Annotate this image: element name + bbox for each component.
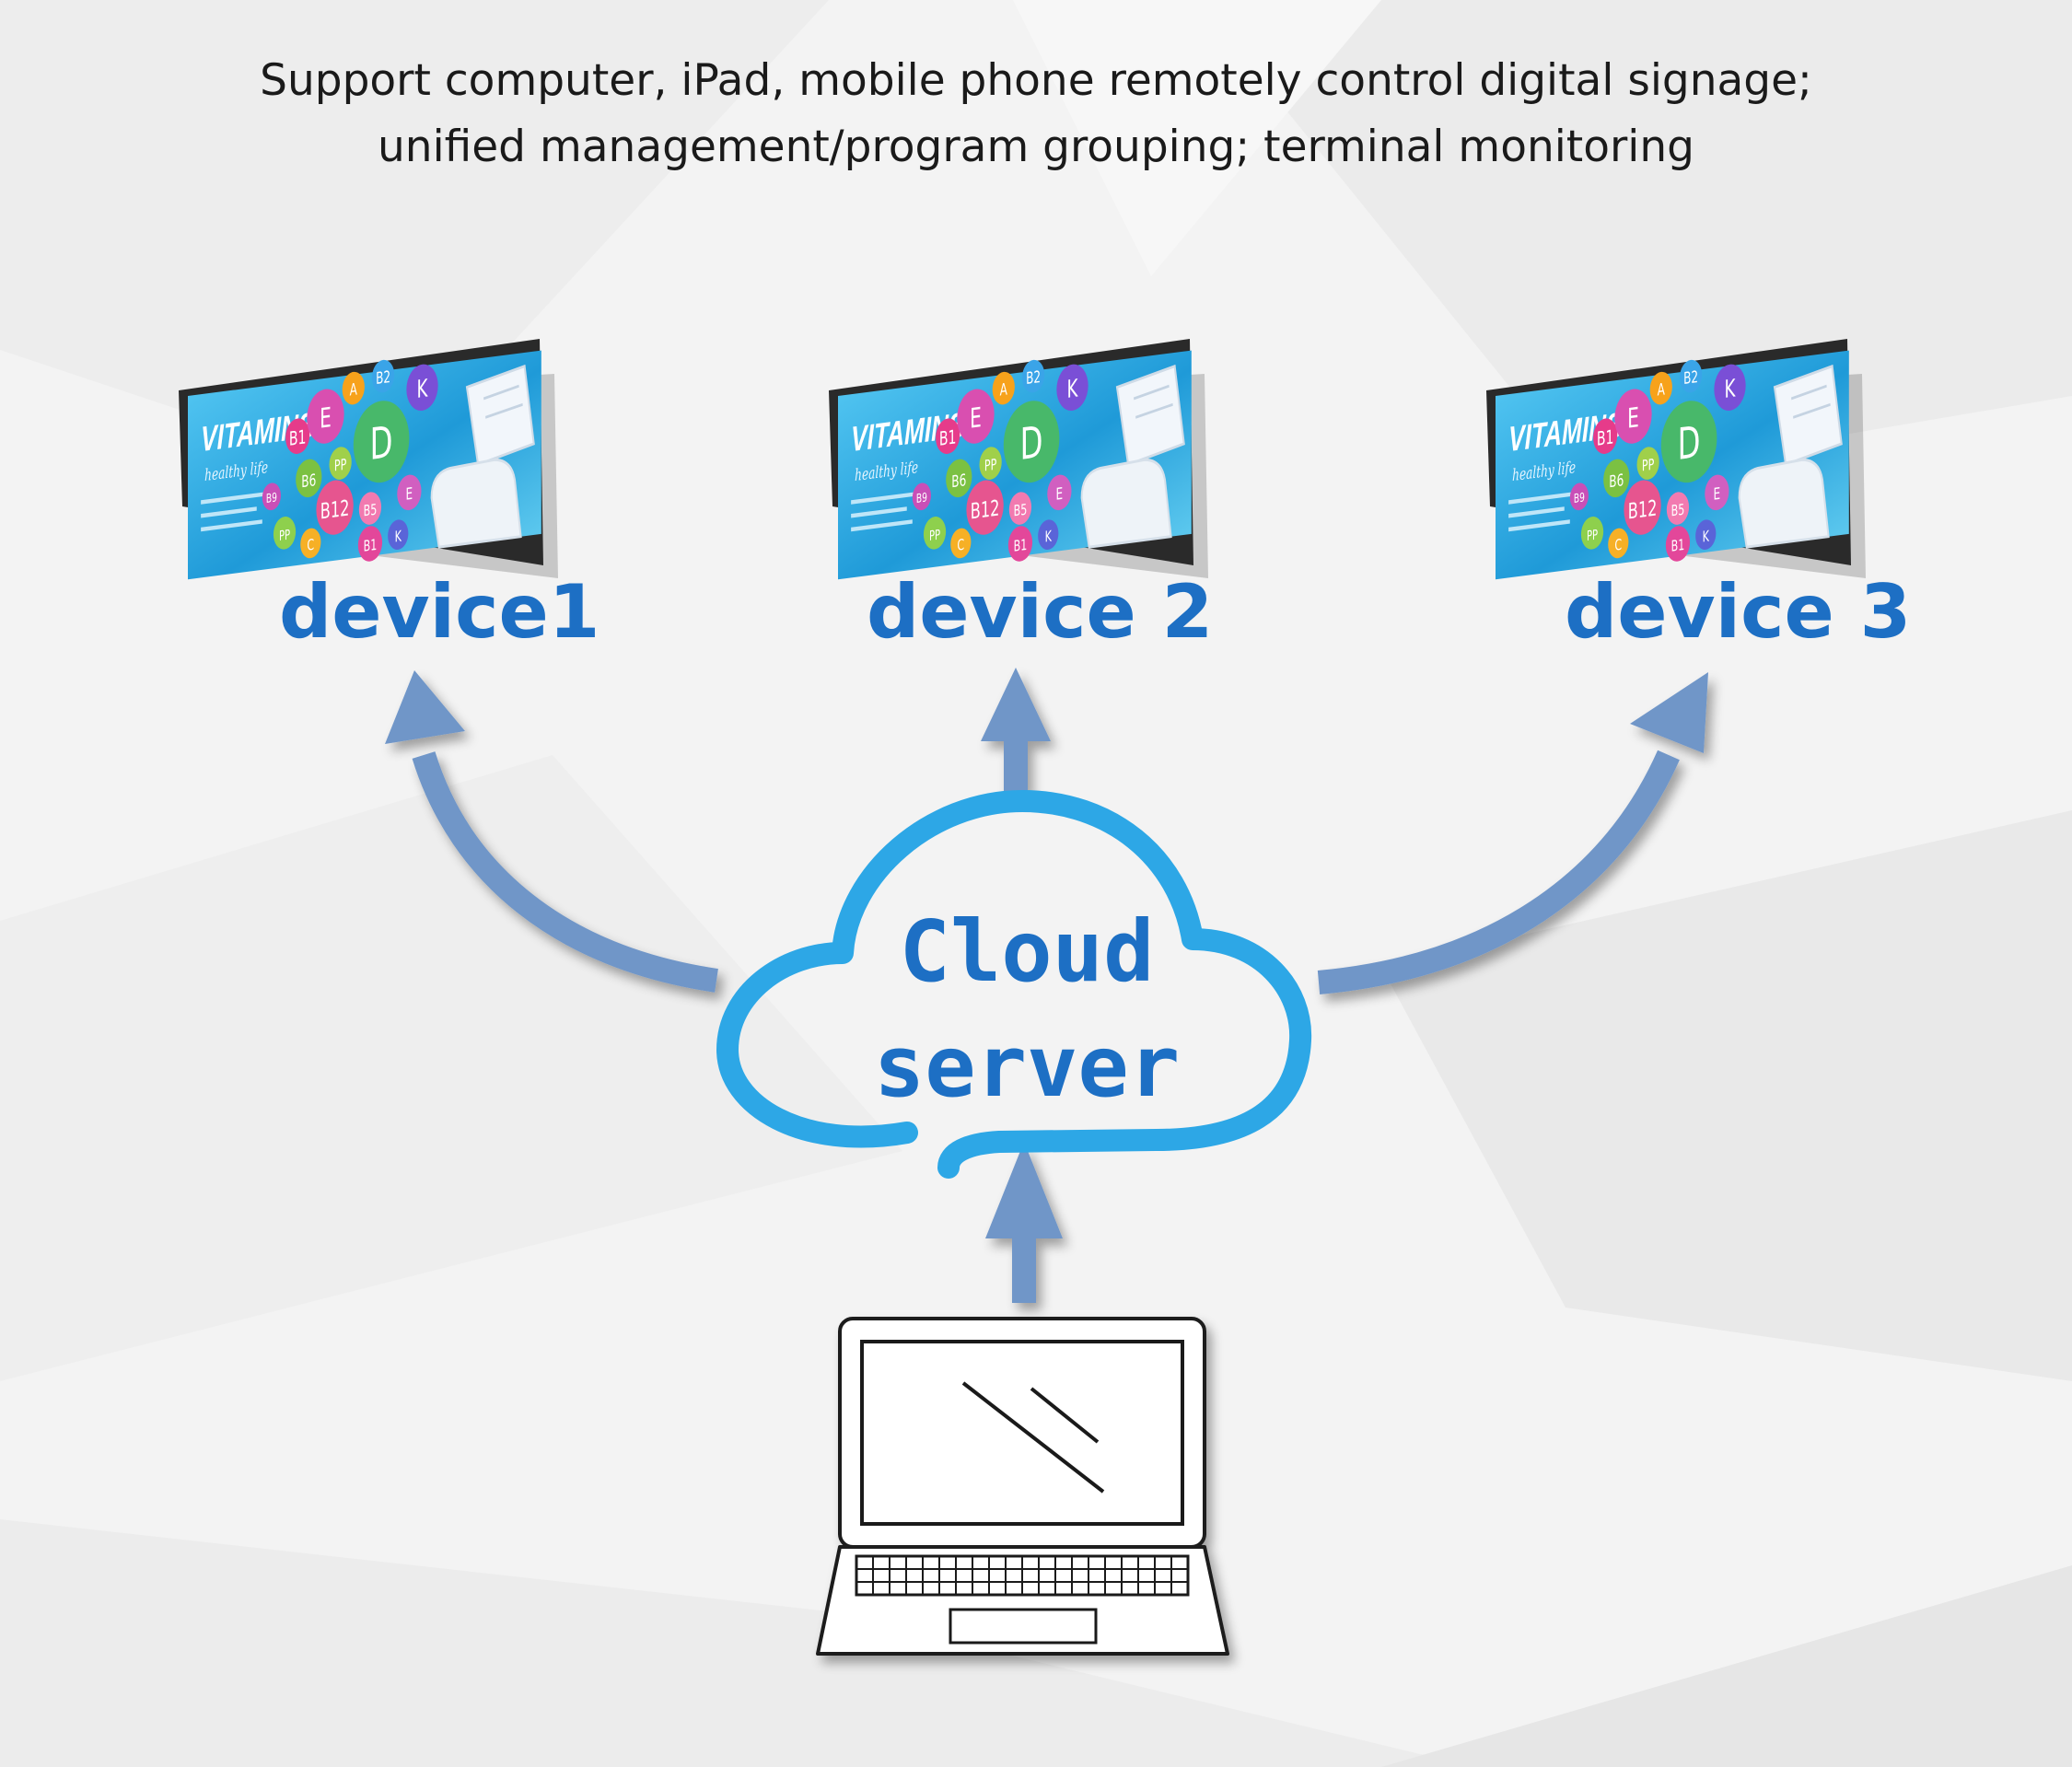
device-2-display: [829, 338, 1208, 587]
device-3-display: [1486, 338, 1866, 587]
headline-line-2: unified management/program grouping; ter…: [378, 122, 1694, 172]
device-2-label: device 2: [867, 569, 1214, 655]
arrow-up-icon: [1317, 672, 1708, 994]
device-3-label: device 3: [1565, 569, 1912, 655]
laptop-icon: [816, 1317, 1229, 1656]
arrow-up-icon: [385, 670, 718, 993]
device-1-label: device1: [279, 569, 600, 655]
device-1-display: [179, 338, 558, 587]
headline-line-1: Support computer, iPad, mobile phone rem…: [260, 55, 1812, 106]
cloud-icon: [716, 790, 1312, 1179]
cloud-label-line-2: server: [873, 1017, 1181, 1116]
headline: Support computer, iPad, mobile phone rem…: [0, 48, 2072, 180]
cloud-label-line-1: Cloud: [899, 902, 1155, 1001]
arrow-up-icon: [981, 668, 1051, 792]
arrow-up-icon: [985, 1142, 1063, 1303]
